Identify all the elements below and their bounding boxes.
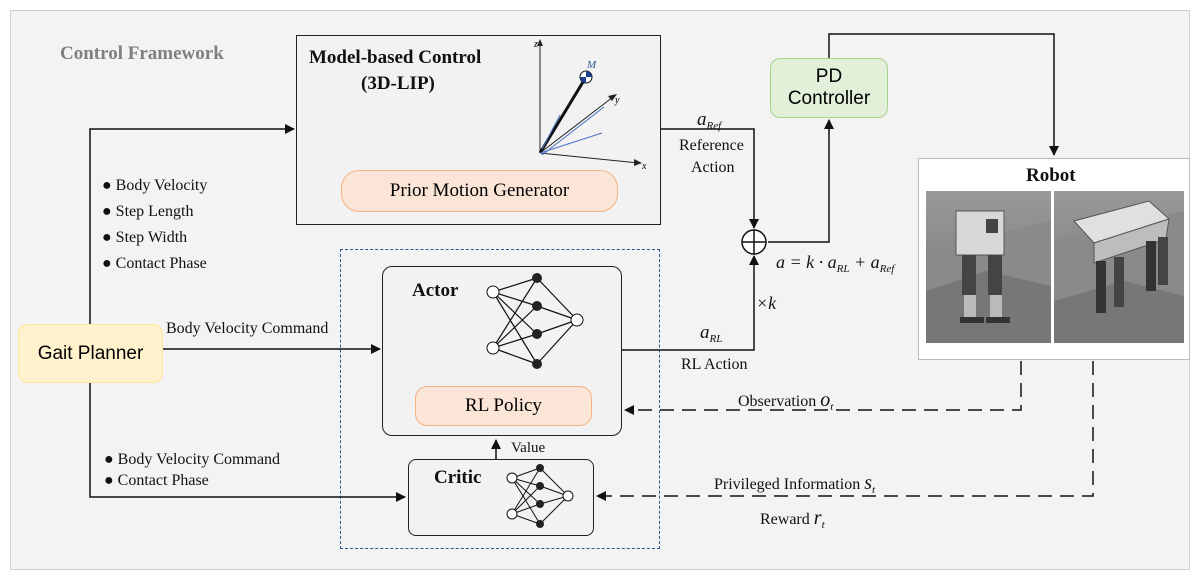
robot-title: Robot [1026, 165, 1076, 186]
gait-output-1: ● Body Velocity [102, 177, 208, 194]
reference-action-symbol: aRef [697, 109, 722, 132]
reference-action-label-1: Reference [679, 137, 744, 154]
com-quadrant-2 [580, 77, 586, 83]
privileged-info-label: Privileged Information st [714, 472, 876, 496]
observation-arrowhead [624, 405, 634, 415]
wire-privileged [598, 361, 1094, 497]
gait-output-1-label: Body Velocity [115, 177, 208, 194]
gait-planner-box: Gait Planner [18, 324, 163, 383]
lip-axes-diagram: z y x M [533, 39, 647, 170]
actor-network-icon [486, 273, 584, 369]
critic-title: Critic [434, 467, 482, 488]
quadruped-robot-image [1054, 191, 1184, 343]
rl-policy-box: RL Policy [415, 386, 592, 426]
gait-output-4-label: Contact Phase [115, 255, 207, 272]
wire-observation [626, 361, 1022, 411]
gait-output-3: ● Step Width [102, 229, 188, 246]
biped-robot-image [926, 191, 1051, 343]
wire-ref-to-sum [661, 128, 759, 229]
gait-output-2-label: Step Length [115, 203, 194, 220]
projection-line [541, 106, 605, 156]
biped-robot-icon [926, 210, 1051, 343]
step-width-line [539, 132, 603, 154]
rl-action-label: RL Action [681, 356, 748, 373]
privileged-arrowhead [596, 491, 606, 501]
x-axis [539, 152, 639, 164]
pd-label-line2: Controller [787, 88, 871, 109]
pd-label-line1: PD [815, 66, 843, 87]
rl-action-symbol: aRL [700, 322, 723, 345]
prior-motion-generator: Prior Motion Generator [341, 170, 618, 212]
critic-input-1: ● Body Velocity Command [104, 451, 281, 468]
sum-equation: a = k · aRL + aRef [776, 252, 895, 275]
wire-rl-to-sum [622, 255, 759, 351]
wire-gait-to-critic [89, 383, 406, 502]
pendulum-leg [538, 76, 588, 154]
gait-output-3-label: Step Width [115, 229, 188, 246]
gain-label: ×k [756, 293, 777, 313]
framework-title: Control Framework [60, 43, 224, 64]
y-axis-arrow [608, 94, 617, 101]
com-quadrant-1 [586, 71, 592, 77]
pd-controller-box: PD Controller [770, 58, 888, 118]
body-velocity-command-label: Body Velocity Command [166, 320, 329, 337]
axis-z-label: z [533, 39, 538, 50]
observation-label: Observation ot [738, 389, 834, 413]
z-axis-arrow [537, 39, 543, 46]
y-axis [539, 96, 614, 154]
quadruped-robot-icon [1054, 200, 1184, 343]
critic-input-2: ● Contact Phase [104, 472, 209, 489]
reference-action-label-2: Action [691, 159, 735, 176]
model-based-title: Model-based Control [309, 47, 482, 68]
axis-x-label: x [641, 161, 647, 170]
gait-output-2: ● Step Length [102, 203, 194, 220]
wire-sum-to-pd [768, 119, 834, 243]
critic-input-2-label: Contact Phase [117, 472, 209, 489]
actor-title: Actor [412, 280, 459, 301]
step-length-line [541, 114, 561, 150]
value-label: Value [511, 440, 546, 456]
model-based-subtitle: (3D-LIP) [361, 73, 435, 94]
critic-network-icon [506, 464, 574, 528]
critic-input-1-label: Body Velocity Command [117, 451, 281, 468]
mass-label: M [586, 59, 597, 71]
wire-gait-to-model [89, 124, 295, 324]
reward-label: Reward rt [760, 507, 825, 531]
x-axis-arrow [634, 159, 642, 166]
axis-y-label: y [614, 95, 620, 106]
rl-region [340, 249, 660, 549]
wire-pd-to-robot [828, 33, 1059, 156]
gait-output-4: ● Contact Phase [102, 255, 207, 272]
